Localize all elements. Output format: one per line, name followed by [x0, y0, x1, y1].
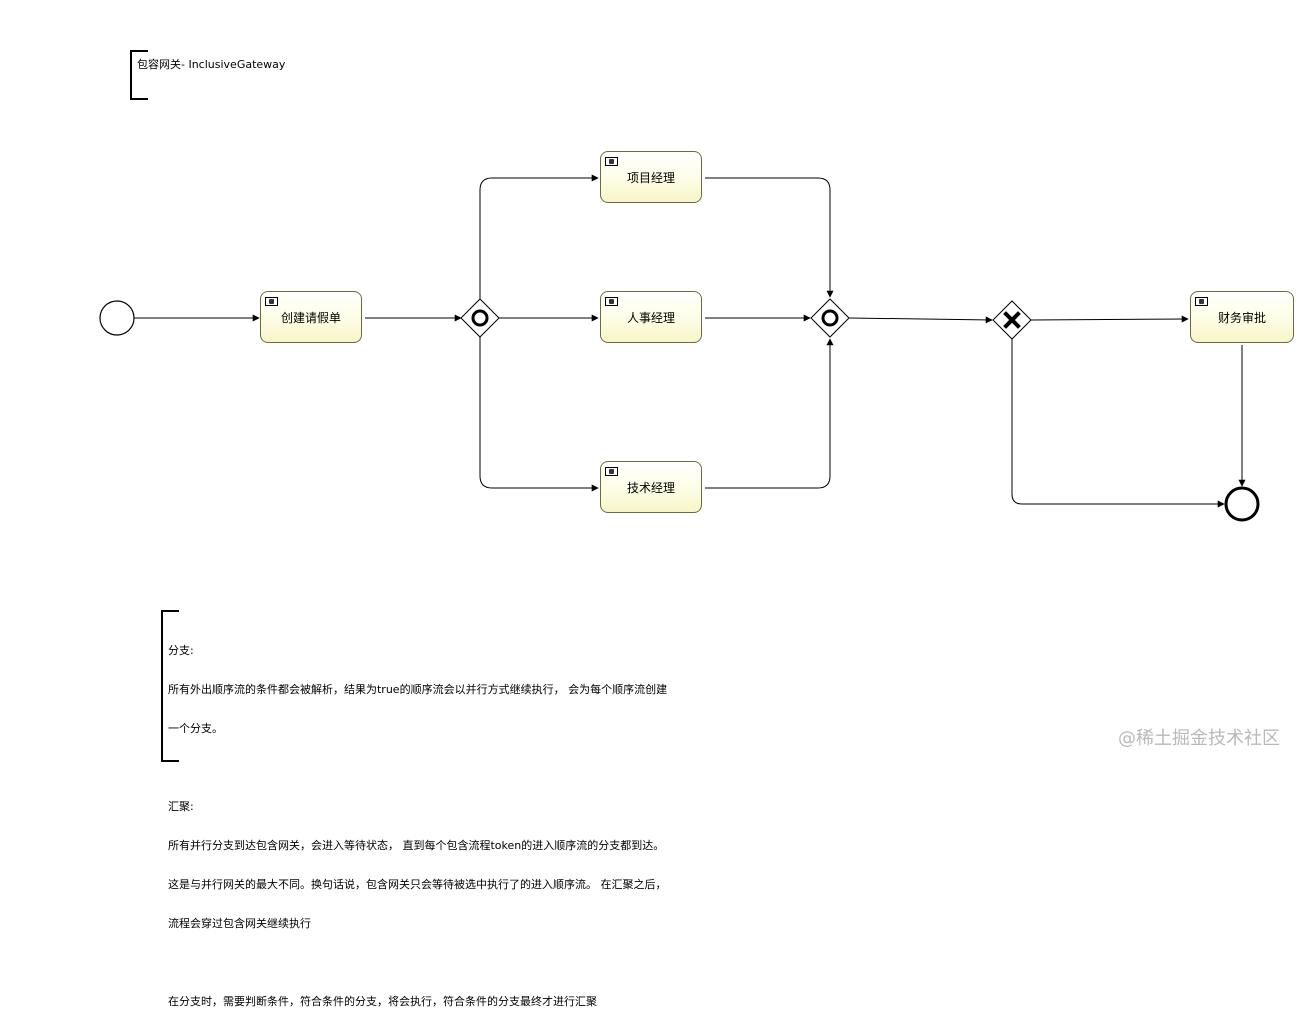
exclusive-gateway[interactable] — [992, 300, 1032, 340]
task-create-leave[interactable]: 创建请假单 — [260, 291, 362, 343]
task-label: 创建请假单 — [280, 310, 341, 325]
notes-annotation: 分支: 所有外出顺序流的条件都会被解析，结果为true的顺序流会以并行方式继续执… — [168, 618, 667, 1021]
flow-join-to-exclusive[interactable] — [848, 316, 993, 324]
task-project-manager[interactable]: 项目经理 — [600, 151, 702, 203]
end-event[interactable] — [1224, 486, 1260, 522]
inclusive-split-gateway[interactable] — [460, 298, 500, 338]
task-finance-approval[interactable]: 财务审批 — [1190, 291, 1294, 343]
blank-line — [168, 761, 667, 774]
split-line-2: 一个分支。 — [168, 722, 223, 735]
user-task-icon — [605, 297, 618, 306]
blank-line — [168, 956, 667, 969]
watermark: @稀土掘金技术社区 — [1118, 728, 1280, 749]
user-task-icon — [265, 297, 278, 306]
split-title: 分支: — [168, 644, 194, 657]
join-line-3: 流程会穿过包含网关继续执行 — [168, 917, 311, 930]
title-annotation: 包容网关- InclusiveGateway — [137, 58, 286, 71]
user-task-icon — [605, 467, 618, 476]
join-line-1: 所有并行分支到达包含网关，会进入等待状态， 直到每个包含流程token的进入顺序… — [168, 839, 665, 852]
task-label: 财务审批 — [1217, 310, 1266, 325]
join-line-2: 这是与并行网关的最大不同。换句话说，包含网关只会等待被选中执行了的进入顺序流。 … — [168, 878, 667, 891]
flow-split-to-tech[interactable] — [479, 337, 599, 492]
flow-tech-to-join[interactable] — [705, 338, 834, 489]
user-task-icon — [605, 157, 618, 166]
process-diagram — [99, 174, 1260, 522]
flow-split-to-pm[interactable] — [479, 174, 599, 299]
flow-exclusive-to-finance[interactable] — [1030, 315, 1189, 323]
task-label: 技术经理 — [626, 480, 675, 495]
task-label: 人事经理 — [626, 310, 675, 325]
task-label: 项目经理 — [626, 170, 675, 185]
summary-line: 在分支时，需要判断条件，符合条件的分支，将会执行，符合条件的分支最终才进行汇聚 — [168, 995, 597, 1008]
join-title: 汇聚: — [168, 800, 194, 813]
notes-annotation-bracket — [161, 610, 179, 762]
user-task-icon — [1195, 297, 1208, 306]
flow-pm-to-join[interactable] — [705, 177, 834, 298]
flow-exclusive-to-end[interactable] — [1011, 339, 1225, 508]
task-hr-manager[interactable]: 人事经理 — [600, 291, 702, 343]
task-tech-manager[interactable]: 技术经理 — [600, 461, 702, 513]
split-line-1: 所有外出顺序流的条件都会被解析，结果为true的顺序流会以并行方式继续执行， 会… — [168, 683, 668, 696]
title-annotation-bracket — [130, 50, 148, 100]
start-event[interactable] — [99, 300, 135, 336]
inclusive-join-gateway[interactable] — [810, 298, 850, 338]
